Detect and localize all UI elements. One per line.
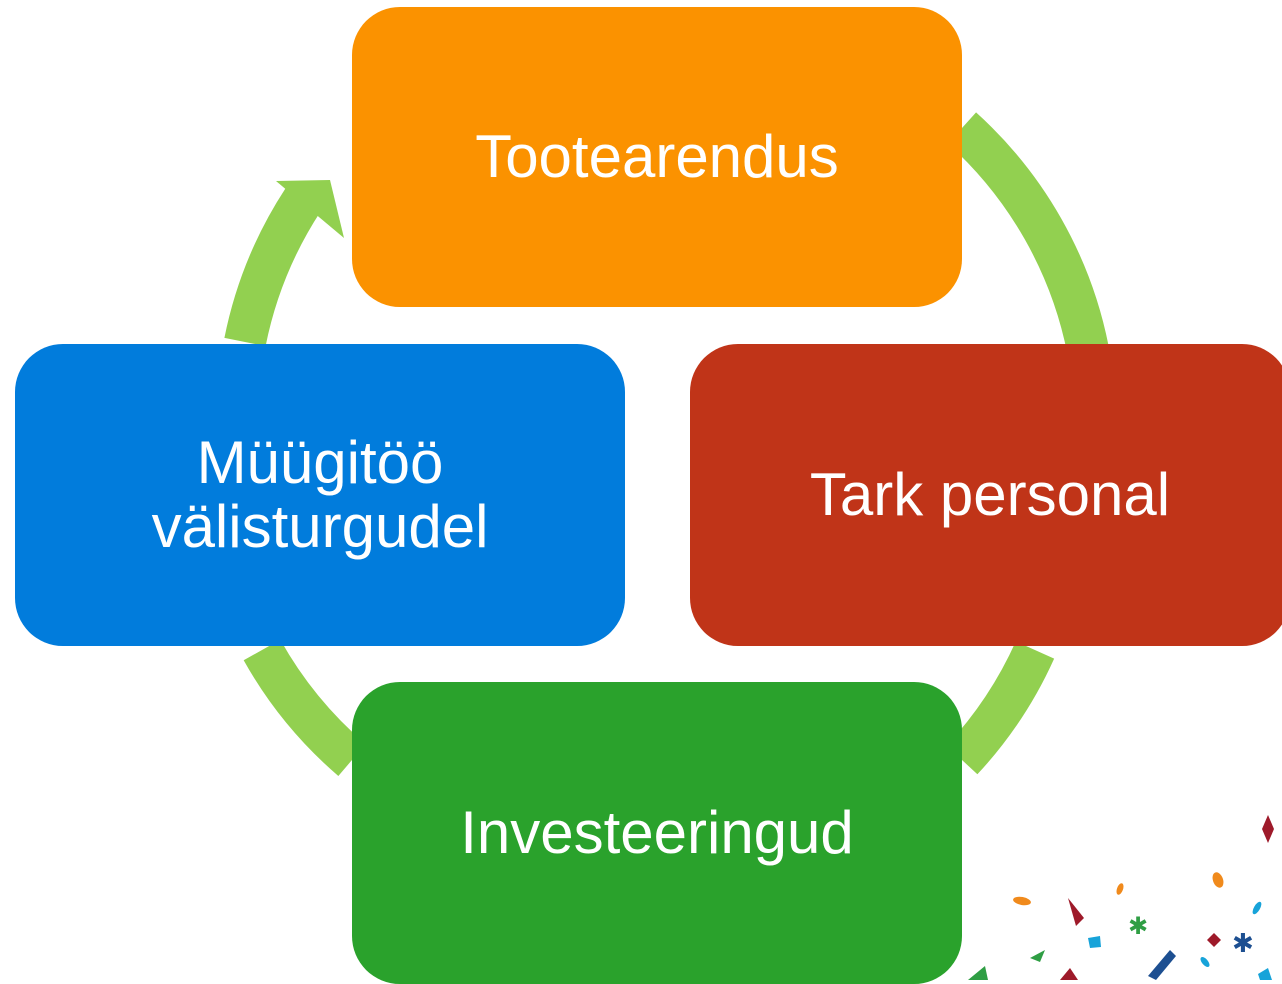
- node-label-muugitoo-valisturgudel: Müügitöö välisturgudel: [151, 428, 489, 560]
- node-tootearendus: Tootearendus: [352, 7, 962, 307]
- arrow-bottom-to-left: [243, 639, 366, 776]
- arrow-left-to-top-head: [276, 180, 344, 238]
- node-label-line-1: Müügitöö: [196, 428, 444, 496]
- node-muugitoo-valisturgudel: Müügitöö välisturgudel: [15, 344, 625, 646]
- node-tark-personal: Tark personal: [690, 344, 1282, 646]
- node-label-line-2: välisturgudel: [151, 493, 489, 560]
- node-label-tark-personal: Tark personal: [809, 460, 1171, 528]
- node-investeeringud: Investeeringud: [352, 682, 962, 984]
- arrow-top-to-right: [947, 112, 1109, 355]
- arrow-left-to-top-shaft: [224, 188, 321, 347]
- node-label-tootearendus: Tootearendus: [475, 122, 839, 190]
- node-label-investeeringud: Investeeringud: [460, 798, 854, 866]
- arrow-right-to-bottom: [946, 641, 1055, 775]
